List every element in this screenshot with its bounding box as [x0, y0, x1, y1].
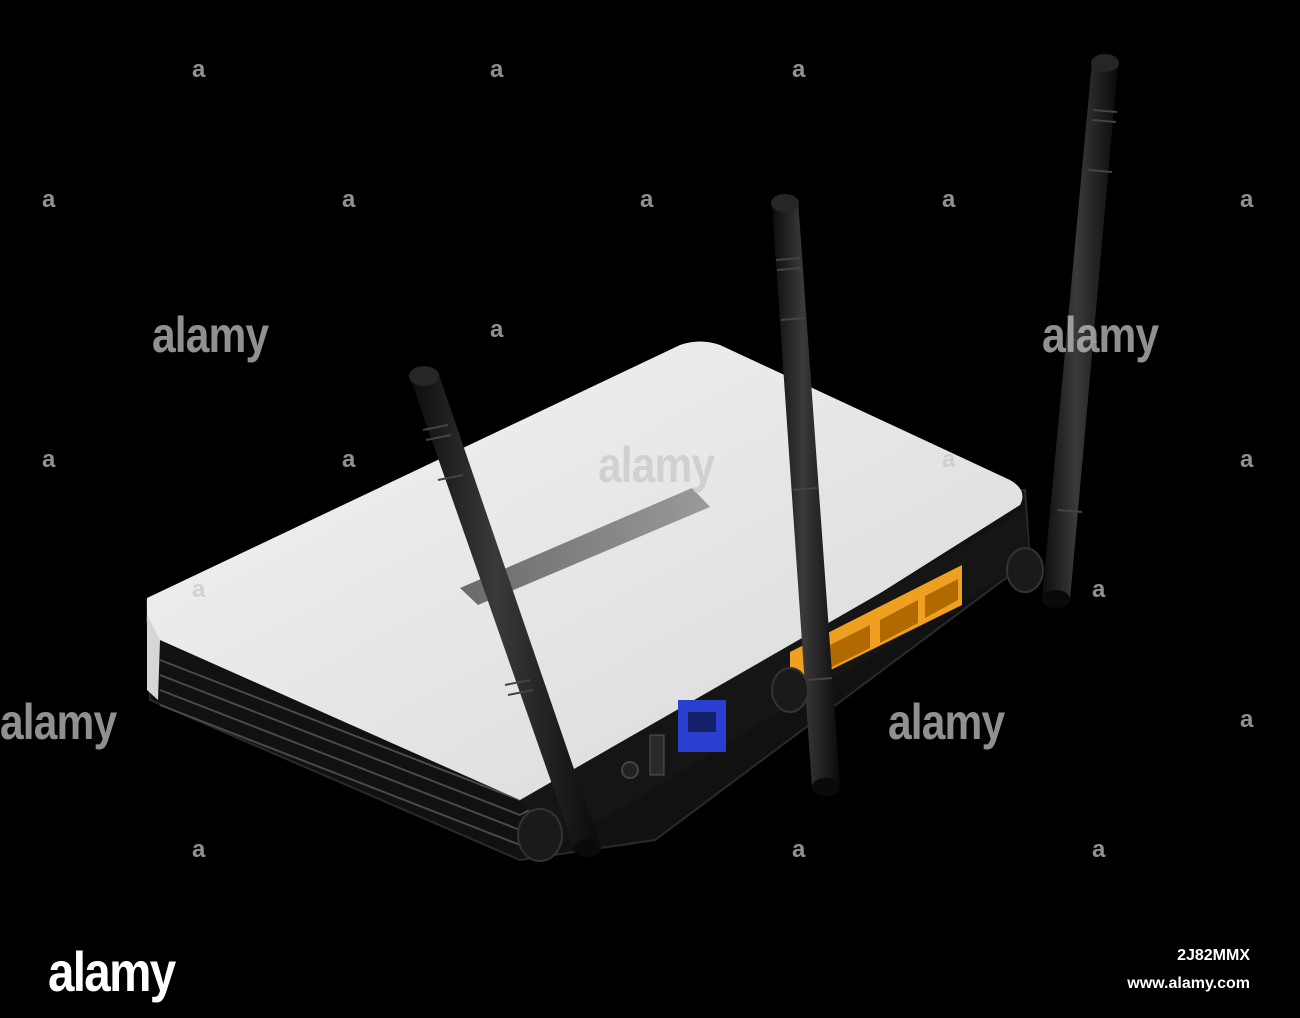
antenna-middle: [771, 194, 840, 796]
watermark-letter: a: [42, 446, 55, 473]
source-url: www.alamy.com: [1127, 975, 1250, 992]
watermark-word: alamy: [152, 307, 269, 363]
watermark-letter: a: [1240, 706, 1253, 733]
power-switch: [649, 734, 665, 776]
watermark-letter: a: [640, 186, 653, 213]
watermark-letter: a: [192, 576, 205, 603]
watermark-letter: a: [342, 186, 355, 213]
watermark-word: alamy: [0, 694, 117, 750]
watermark-word: alamy: [598, 437, 715, 493]
watermark-letter: a: [192, 56, 205, 83]
label-plate: [460, 488, 710, 605]
watermark-letter: a: [42, 186, 55, 213]
watermark-letter: a: [942, 446, 955, 473]
watermark-word: alamy: [1042, 307, 1159, 363]
power-jack: [621, 761, 639, 779]
watermark-letter: a: [792, 56, 805, 83]
watermark-letter: a: [490, 56, 503, 83]
image-id: 2J82MMX: [1177, 947, 1250, 964]
watermark-letter: a: [1092, 576, 1105, 603]
watermark-word: alamy: [888, 694, 1005, 750]
antenna-right: [1006, 54, 1119, 608]
watermark-letter: a: [490, 316, 503, 343]
watermark-letter: a: [1240, 186, 1253, 213]
antenna-left: [409, 366, 601, 862]
watermark-letter: a: [1092, 836, 1105, 863]
watermark-letter: a: [792, 836, 805, 863]
alamy-logo: alamy: [48, 940, 176, 1003]
watermark-letter: a: [342, 446, 355, 473]
rear-ports: [621, 565, 962, 779]
watermark-letter: a: [942, 186, 955, 213]
watermark-letter: a: [1240, 446, 1253, 473]
watermark-letter: a: [192, 836, 205, 863]
